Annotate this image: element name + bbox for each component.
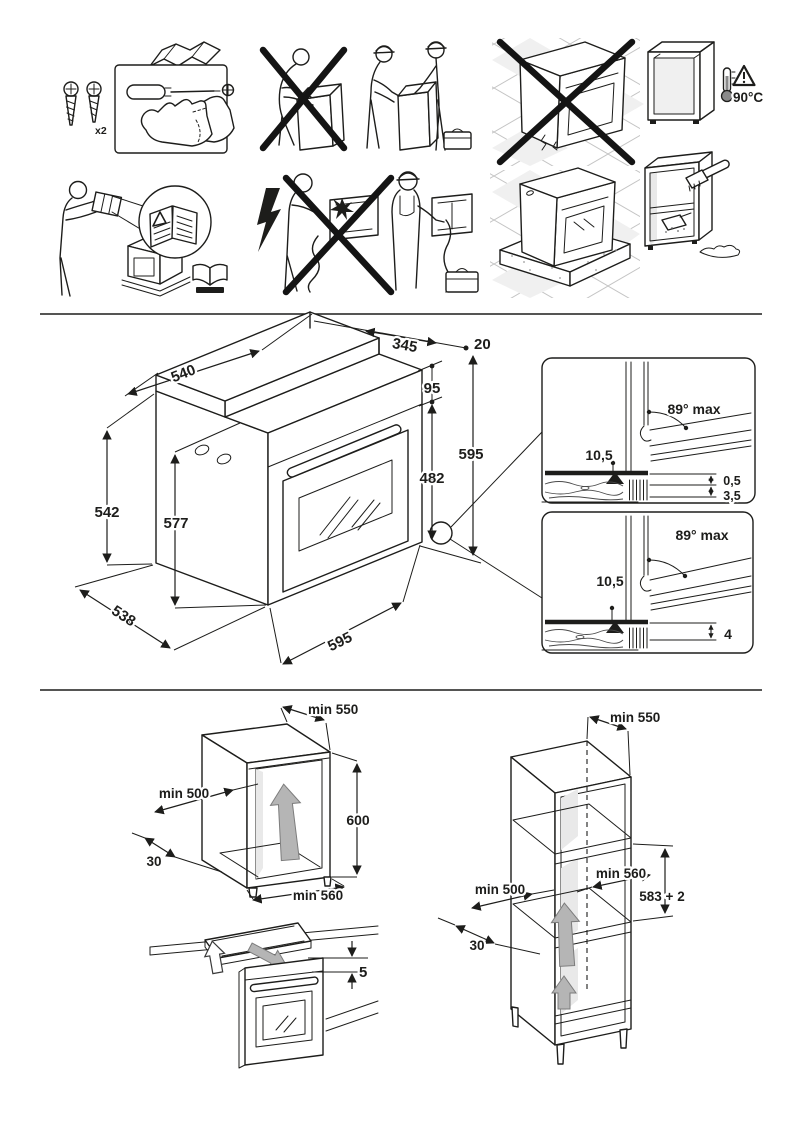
clean-cabinet-before-installation-icon [644,151,741,258]
dim-top-depth-label: 345 [391,335,419,356]
shelf-lower [512,887,632,949]
ventilation-arrow [269,783,302,862]
safety-pictograms-section: x2 [59,38,766,298]
prohibition-cross-icon [259,46,348,152]
dim-front-height-label: 482 [419,470,444,487]
hinge-detail-lower: 89° max 10,5 4 [541,511,754,654]
dim-cable-drop-label: 95 [424,380,441,397]
do-not-place-oven-on-floor-icon [492,38,644,166]
hand-brush-icon [685,159,730,192]
lightning-bolt-icon [257,188,281,252]
dim-niche-depth-label: min 500 [475,882,525,897]
oven-under-hob-diagram: 5 [149,922,379,1069]
fixing-screws-icon: x2 [63,81,109,139]
hinge-detail-callout-circle [429,521,453,545]
qualified-electrician-icon [391,171,479,293]
dust-pile-icon [699,244,741,258]
max-temp-label: 90°C [733,90,763,105]
no-unqualified-wiring-icon [282,173,395,296]
oven-icon [519,41,626,151]
airflow-arrow [203,940,226,975]
oven-icon [519,167,616,267]
toolbox-icon [443,128,472,150]
dim-side-height-label: 542 [94,504,119,521]
dim-niche-width-label: min 560 [293,888,343,903]
dim-rear-gap-label: 30 [146,854,161,869]
thermometer-icon [720,67,736,103]
oven-icon [238,957,324,1069]
warning-triangle-icon [732,64,756,87]
dim-top-depth-label: min 550 [610,710,660,725]
hinge-detail-upper: 89° max 10,5 0,5 3,5 [541,357,756,505]
dim-hob-gap-label: 5 [359,964,367,981]
mounting-bracket-icon [149,41,221,67]
dim-rear-gap-label: 30 [469,938,484,953]
two-person-lift-icon [366,41,472,151]
gap-b-label: 3,5 [723,489,740,503]
hinge-clearance-label: 10,5 [585,447,612,463]
dim-side-depth-label: 538 [108,602,138,630]
dim-body-height-label: 577 [163,515,188,532]
protective-gloves-icon [140,95,235,147]
oven-isometric-drawing [155,311,453,606]
electric-shock-hazard-icon [257,171,479,296]
base-unit-diagram: min 550 600 min 500 30 min 560 [131,700,372,905]
tools-bracket-gloves-kit-icon [114,41,235,154]
dim-niche-height-label: 583 + 2 [639,889,684,904]
dim-niche-depth-label: min 500 [159,786,209,801]
floor-cross-section [541,627,648,651]
booklet-icon [192,263,228,293]
no-single-person-lift-icon [259,46,348,152]
dim-overall-height-label: 595 [458,446,483,463]
door-angle-label: 89° max [667,401,720,417]
open-manual-icon [149,205,198,248]
dustpan-icon [661,212,692,233]
oven-door-handle [286,424,402,478]
door-angle-label: 89° max [675,527,728,543]
cabinet-heat-resistance-icon: 90°C [647,41,766,124]
ventilation-arrow [551,975,577,1010]
place-oven-on-packaging-base-icon [490,167,640,298]
shelf-upper [512,803,632,865]
gap-label: 4 [724,626,732,642]
warning-triangle-icon [152,211,167,227]
spark-icon [330,198,354,220]
ventilation-arrow [550,902,581,967]
tall-unit-diagram: min 550 583 + 2 min 560 min 500 30 [437,708,687,1065]
dim-cable-offset-label: 20 [474,336,491,353]
oven-dimensions-diagram: 540 345 20 95 482 595 542 577 538 595 [74,311,756,665]
dim-front-width-label: 595 [325,629,355,655]
dim-niche-width-label: min 560 [596,866,646,881]
dim-top-depth-label: min 550 [308,702,358,717]
screws-count-label: x2 [95,125,107,137]
floor-cross-section [541,479,648,503]
gap-a-label: 0,5 [723,474,740,488]
toolbox-icon [445,268,479,293]
read-instruction-manual-icon [59,180,228,297]
screwdriver-icon [126,83,235,100]
hinge-clearance-label: 10,5 [596,573,623,589]
prohibition-cross-icon [496,38,636,166]
dim-niche-height-label: 600 [346,812,370,828]
